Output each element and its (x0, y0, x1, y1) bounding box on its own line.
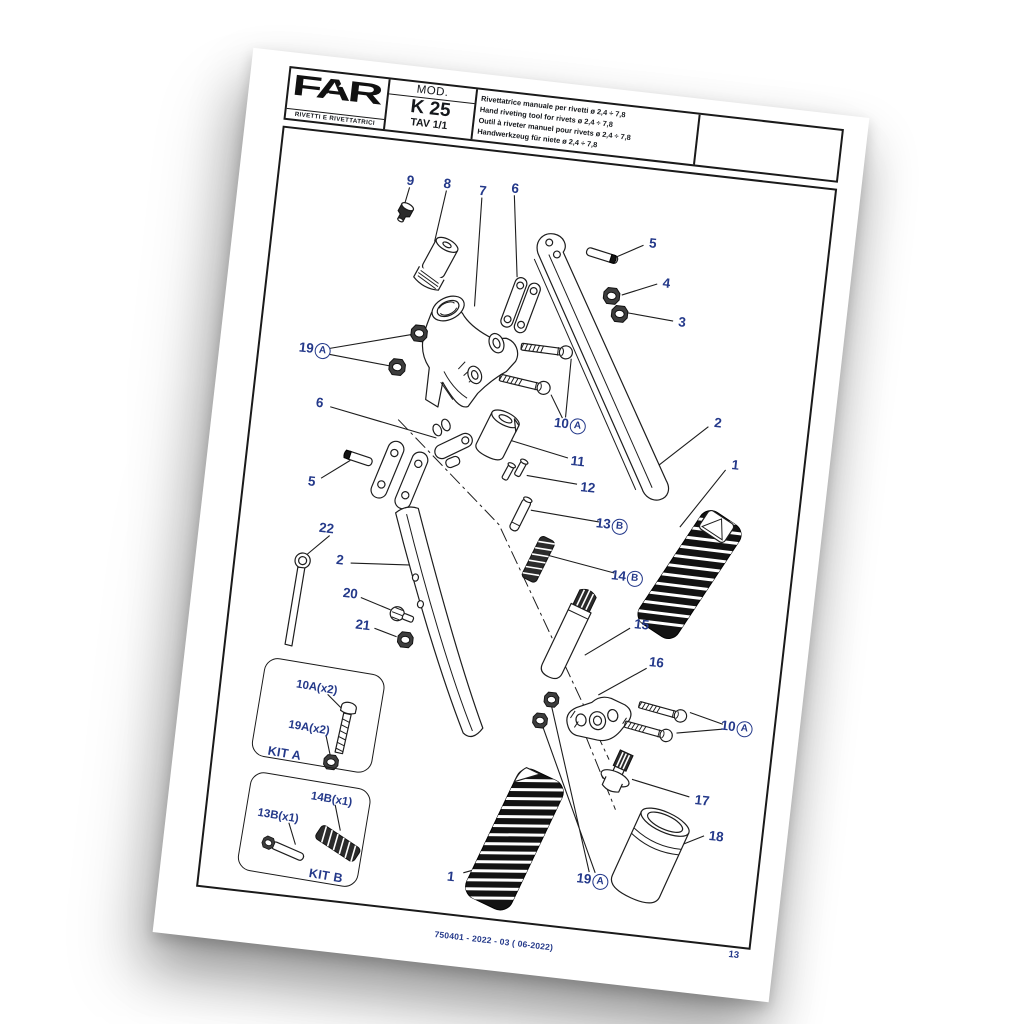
kit-a-item-1: 10A(x2) (295, 678, 339, 698)
page-number: 13 (727, 948, 740, 962)
kit-b-box: 14B(x1) 13B(x1) KIT B (235, 770, 373, 889)
part-7-body (421, 295, 519, 408)
part-5-pin-top (585, 247, 619, 264)
part-8-nosepiece (413, 236, 459, 291)
kit-b-item-1: 14B(x1) (310, 790, 353, 809)
part-label-4: 4 (661, 275, 671, 291)
part-label-8: 8 (442, 175, 452, 192)
part-9-nozzle (397, 202, 415, 223)
part-2-left-arm (370, 440, 484, 738)
part-label-3: 3 (677, 314, 687, 330)
leader-lines (288, 187, 727, 874)
kit-a-box: 10A(x2) 19A(x2) KIT A (249, 656, 387, 775)
part-label-16: 16 (648, 654, 665, 671)
part-2-right-arm (533, 233, 670, 501)
part-label-6: 6 (315, 394, 325, 411)
title-block: FAR RIVETTI E RIVETTATRICI MOD. K 25 TAV… (283, 65, 844, 183)
part-label-5: 5 (307, 473, 317, 490)
part-label-21: 21 (354, 616, 371, 634)
part-label-7: 7 (478, 182, 488, 199)
part-label-15: 15 (633, 616, 650, 633)
part-label-22: 22 (318, 519, 335, 537)
part-12-pins (501, 458, 529, 481)
part-label-20: 20 (342, 584, 359, 602)
logo-cell: FAR RIVETTI E RIVETTATRICI (285, 68, 391, 130)
part-label-1: 1 (446, 868, 456, 885)
part-label-18: 18 (707, 827, 725, 845)
part-11-cylinder (475, 409, 520, 461)
paper-sheet: FAR RIVETTI E RIVETTATRICI MOD. K 25 TAV… (152, 47, 870, 1003)
part-label-12: 12 (579, 479, 596, 496)
part-label-1: 1 (730, 457, 740, 473)
part-20-screw (389, 606, 415, 623)
part-17-plunger (600, 749, 634, 793)
part-6-toggle (432, 418, 473, 469)
exploded-diagram (260, 187, 746, 911)
part-label-2: 2 (713, 414, 723, 431)
kit-a-screw (334, 701, 357, 755)
part-16-clamp (566, 696, 632, 742)
part-13b-pin (509, 496, 533, 532)
part-1-grip-right (633, 509, 746, 639)
part-5-pin-left (343, 449, 373, 467)
logo-triangle-cutout (338, 78, 352, 89)
part-15-rod (540, 588, 597, 680)
part-label-5: 5 (648, 235, 658, 252)
kit-b-pin (260, 834, 305, 861)
part-label-9: 9 (405, 172, 415, 189)
part-label-6: 6 (510, 180, 520, 197)
kit-b-item-2: 13B(x1) (256, 806, 300, 826)
part-18-sleeve (610, 807, 690, 904)
logo-notch (322, 92, 334, 101)
axis-centerline (397, 419, 616, 810)
part-label-11: 11 (569, 452, 586, 470)
part-label-2: 2 (335, 551, 345, 568)
kit-a-item-2: 19A(x2) (287, 718, 331, 738)
part-6-links-top (500, 277, 541, 334)
part-label-17: 17 (693, 792, 711, 809)
part-1-grip-bottom (461, 767, 568, 911)
part-22-rod (284, 552, 311, 647)
